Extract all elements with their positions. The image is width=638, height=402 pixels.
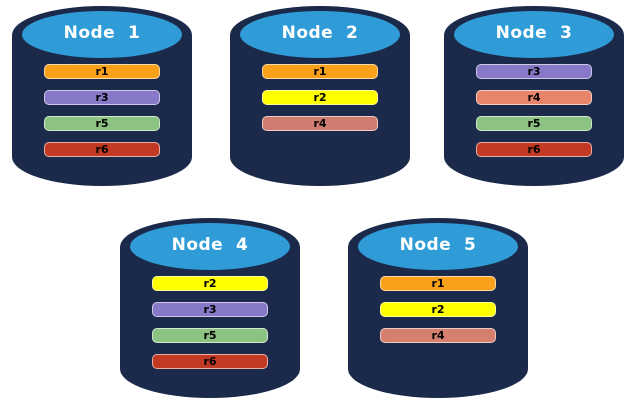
- replica-bar-r4: r4: [262, 116, 378, 131]
- replica-bar-r2: r2: [152, 276, 268, 291]
- replica-bar-r1: r1: [262, 64, 378, 79]
- replica-bar-r5: r5: [476, 116, 592, 131]
- node-title: Node 3: [495, 23, 573, 43]
- node-4: Node 4 r2 r3 r5 r6: [119, 217, 301, 399]
- node-1: Node 1 r1 r3 r5 r6: [11, 5, 193, 187]
- node-title: Node 5: [399, 235, 477, 255]
- replica-list: r1 r2 r4: [262, 64, 378, 131]
- replica-bar-r3: r3: [476, 64, 592, 79]
- replica-bar-r6: r6: [44, 142, 160, 157]
- replica-bar-r4: r4: [380, 328, 496, 343]
- replica-bar-r3: r3: [44, 90, 160, 105]
- replica-list: r1 r3 r5 r6: [44, 64, 160, 157]
- replica-list: r1 r2 r4: [380, 276, 496, 343]
- replica-bar-r6: r6: [476, 142, 592, 157]
- replica-bar-r5: r5: [44, 116, 160, 131]
- replica-bar-r2: r2: [262, 90, 378, 105]
- node-3: Node 3 r3 r4 r5 r6: [443, 5, 625, 187]
- node-5: Node 5 r1 r2 r4: [347, 217, 529, 399]
- replica-bar-r6: r6: [152, 354, 268, 369]
- replica-list: r2 r3 r5 r6: [152, 276, 268, 369]
- replica-bar-r4: r4: [476, 90, 592, 105]
- node-title: Node 1: [63, 23, 141, 43]
- replica-bar-r3: r3: [152, 302, 268, 317]
- node-title: Node 4: [171, 235, 249, 255]
- replica-bar-r1: r1: [380, 276, 496, 291]
- node-title: Node 2: [281, 23, 359, 43]
- replica-bar-r2: r2: [380, 302, 496, 317]
- node-2: Node 2 r1 r2 r4: [229, 5, 411, 187]
- replica-bar-r1: r1: [44, 64, 160, 79]
- replica-bar-r5: r5: [152, 328, 268, 343]
- replica-list: r3 r4 r5 r6: [476, 64, 592, 157]
